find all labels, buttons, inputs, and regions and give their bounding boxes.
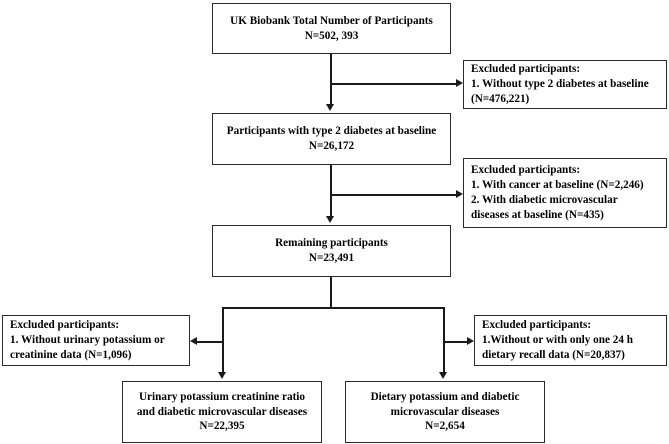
connector-t2d-to-remaining [330, 165, 332, 218]
arrowhead-branch-excluded-right [467, 337, 474, 345]
arrowhead-left-outcome [218, 372, 226, 379]
connector-total-to-t2d [330, 54, 332, 106]
node-excluded-1-line-3: (N=476,221) [471, 92, 530, 105]
node-total-participants-line-1: UK Biobank Total Number of Participants [230, 14, 433, 27]
node-excluded-right-line-3: dietary recall data (N=20,837) [482, 348, 625, 361]
node-t2d-baseline-line-2: N=26,172 [308, 140, 355, 152]
arrowhead-total-to-t2d [326, 104, 334, 111]
node-excluded-2-line-2: 1. With cancer at baseline (N=2,246) [471, 179, 644, 192]
node-outcome-urinary: Urinary potassium creatinine ratio and d… [122, 381, 322, 443]
node-excluded-right: Excluded participants: 1.Without or with… [474, 315, 667, 366]
node-excluded-2-line-1: Excluded participants: [471, 164, 581, 177]
node-outcome-dietary-line-1: Dietary potassium and diabetic [370, 390, 520, 403]
node-excluded-left-line-2: 1. Without urinary potassium or [10, 334, 165, 347]
node-remaining-line-1: Remaining participants [275, 237, 388, 250]
node-outcome-dietary-line-2: microvascular diseases [390, 405, 500, 418]
arrowhead-t2d-to-remaining [326, 216, 334, 223]
node-excluded-left-line-1: Excluded participants: [10, 319, 120, 332]
node-excluded-1-line-1: Excluded participants: [471, 63, 581, 76]
node-t2d-baseline-line-1: Participants with type 2 diabetes at bas… [226, 125, 437, 138]
node-excluded-left: Excluded participants: 1. Without urinar… [2, 315, 190, 366]
node-remaining: Remaining participants N=23,491 [212, 225, 451, 277]
node-excluded-2-line-3: 2. With diabetic microvascular [471, 194, 618, 206]
node-t2d-baseline: Participants with type 2 diabetes at bas… [212, 113, 451, 165]
node-outcome-dietary: Dietary potassium and diabetic microvasc… [345, 381, 545, 443]
node-total-participants: UK Biobank Total Number of Participants … [212, 3, 451, 54]
node-remaining-line-2: N=23,491 [308, 252, 355, 264]
connector-split-bar [222, 307, 444, 309]
node-outcome-dietary-line-3: N=2,654 [425, 420, 465, 433]
node-excluded-2-line-4: diseases at baseline (N=435) [471, 208, 604, 221]
connector-branch-excluded-left [197, 341, 223, 343]
arrowhead-right-outcome [439, 372, 447, 379]
connector-branch-excluded-right [443, 341, 468, 343]
arrowhead-branch-excluded-2 [456, 190, 463, 198]
node-excluded-2: Excluded participants: 1. With cancer at… [463, 158, 667, 228]
connector-remaining-to-split [330, 277, 332, 308]
node-excluded-1-line-2: 1. Without type 2 diabetes at baseline [471, 78, 649, 91]
node-outcome-urinary-line-2: and diabetic microvascular diseases [136, 405, 308, 418]
connector-branch-excluded-2 [330, 194, 456, 196]
node-outcome-urinary-line-1: Urinary potassium creatinine ratio [138, 390, 306, 403]
connector-branch-excluded-1 [330, 83, 456, 85]
node-outcome-urinary-line-3: N=22,395 [199, 420, 245, 433]
connector-split-right-drop [443, 307, 445, 374]
node-excluded-1: Excluded participants: 1. Without type 2… [463, 60, 667, 109]
arrowhead-branch-excluded-1 [456, 79, 463, 87]
node-excluded-right-line-1: Excluded participants: [482, 319, 592, 332]
connector-split-left-drop [222, 307, 224, 374]
node-excluded-right-line-2: 1.Without or with only one 24 h [482, 334, 633, 347]
node-excluded-left-line-3: creatinine data (N=1,096) [10, 348, 132, 361]
arrowhead-branch-excluded-left [190, 337, 197, 345]
node-total-participants-line-2: N=502, 393 [304, 29, 359, 42]
